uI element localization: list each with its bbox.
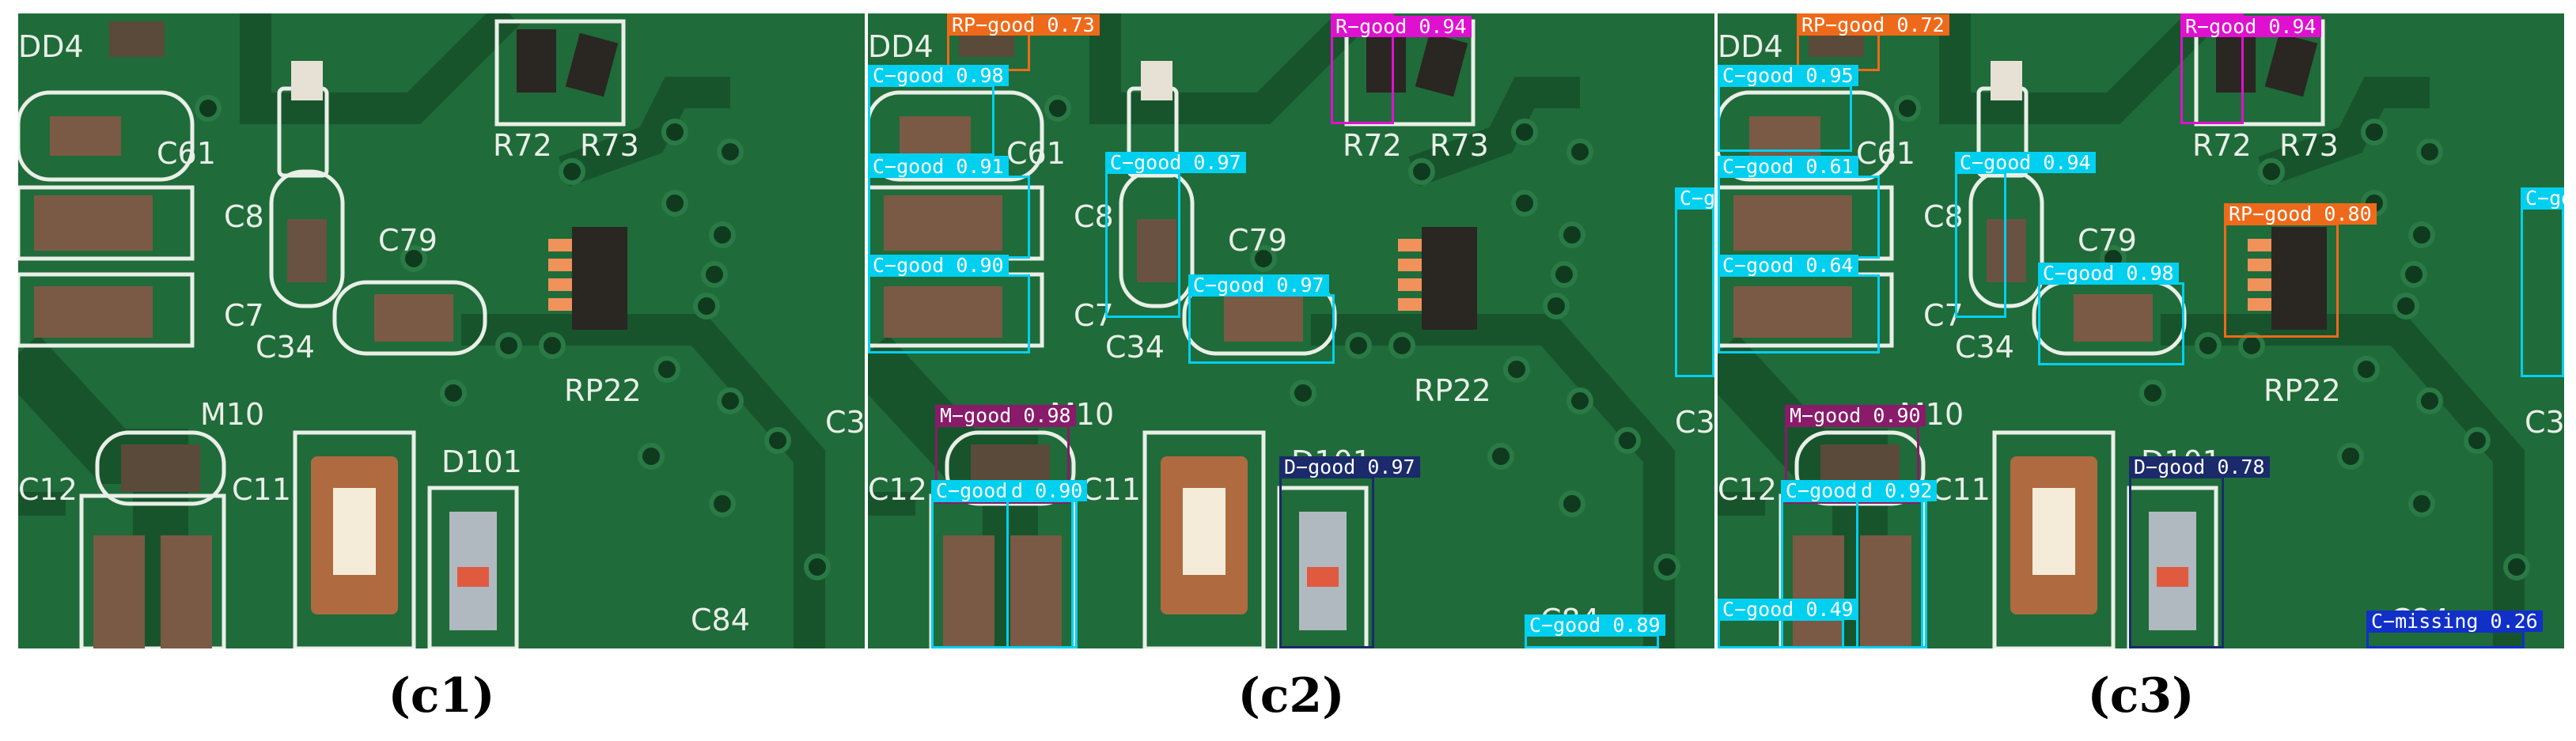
detection-label: C−good 0.90 (868, 255, 1009, 276)
detection-box-m-good: M−good 0.90 (1785, 405, 1926, 504)
detection-box-c-good: C−good 0.97 (1105, 152, 1246, 318)
svg-text:R73: R73 (580, 128, 639, 163)
pcb-board-image: DD4 R72 R73 C61 C8 C79 C7 C34 RP22 M10 C… (1718, 13, 2564, 648)
svg-text:C11: C11 (1082, 472, 1141, 507)
svg-text:RP22: RP22 (2263, 373, 2341, 408)
svg-text:C12: C12 (1718, 472, 1777, 507)
detection-label: C−good 0.91 (868, 156, 1009, 177)
detection-box-c-good: C−good 0.95 (1718, 65, 1858, 152)
detection-label: C−good 0.64 (1718, 255, 1858, 276)
detection-box-rp-good: RP−good 0.73 (947, 13, 1100, 71)
detection-label: M−good 0.90 (1785, 405, 1926, 426)
detection-box-c-good: C−good 0.61 (1718, 156, 1880, 259)
detection-box-c-good: C−good 0.90 (868, 255, 1030, 353)
svg-text:C11: C11 (1931, 472, 1991, 507)
detection-label: C−good 0.97 (1105, 152, 1246, 173)
silk-dd4: DD4 (1718, 29, 1783, 64)
detection-label: C−missing 0.26 (2366, 611, 2543, 632)
detection-box-d-good: D−good 0.78 (2129, 456, 2270, 648)
detection-box-c-good: C−good 0.49 (1718, 599, 1858, 648)
detection-label: D−good 0.78 (2129, 456, 2270, 478)
detection-box-c-missing: C−missing 0.26 (2366, 611, 2543, 648)
detection-box-c-good: C−good 0.97 (1188, 274, 1335, 364)
svg-text:R72: R72 (1343, 128, 1402, 163)
detection-label: R−good 0.94 (1331, 16, 1472, 37)
svg-text:C61: C61 (1856, 136, 1915, 171)
panel-c1: DD4 R72 R73 C61 C8 C79 C7 C34 RP22 M10 C… (18, 13, 865, 648)
svg-text:C11: C11 (232, 472, 291, 507)
svg-text:C32: C32 (1675, 405, 1714, 440)
svg-text:C7: C7 (224, 298, 264, 333)
silk-dd4: DD4 (18, 29, 84, 64)
svg-text:C79: C79 (2078, 223, 2137, 258)
panel-c2: DD4 R72 R73 C61 C8 C79 C7 C34 RP22 M10 C… (868, 13, 1714, 648)
detection-box-c-good: C−good 0.95 (2521, 187, 2564, 377)
detection-box-d-good: D−good 0.97 (1279, 456, 1420, 648)
svg-text:C32: C32 (2525, 405, 2564, 440)
caption-c3: (c3) (2087, 668, 2195, 724)
svg-text:C79: C79 (1228, 223, 1287, 258)
svg-text:C8: C8 (224, 199, 264, 234)
detection-box-c-good: C−good 0.94 (1955, 152, 2096, 318)
svg-text:R73: R73 (2279, 128, 2339, 163)
detection-label: C−good 0.94 (1955, 152, 2096, 173)
detection-label: C−good 0.94 (1675, 187, 1714, 209)
svg-text:C12: C12 (868, 472, 927, 507)
detection-box-r-good: R−good 0.94 (1331, 13, 1472, 124)
detection-label: C−good 0.49 (1718, 599, 1858, 620)
detection-box-c-good: C−good 0.64 (1718, 255, 1880, 353)
detection-box-c-good: d 0.90 (1006, 480, 1088, 648)
svg-text:C61: C61 (1006, 136, 1066, 171)
detection-label: C−good 0.98 (2038, 263, 2179, 284)
pcb-board-image: DD4 R72 R73 C61 C8 C79 C7 C34 RP22 M10 C… (18, 13, 865, 648)
detection-box-rp-good: RP−good 0.72 (1797, 13, 1949, 71)
detection-label: C−good 0.98 (868, 65, 1009, 86)
svg-text:C34: C34 (1105, 330, 1165, 365)
detection-label: C−good 0.61 (1718, 156, 1858, 177)
svg-text:RP22: RP22 (1414, 373, 1491, 408)
detection-label: RP−good 0.80 (2224, 203, 2377, 225)
svg-text:C34: C34 (256, 330, 315, 365)
svg-text:C61: C61 (157, 136, 216, 171)
caption-c2: (c2) (1237, 668, 1345, 724)
svg-text:C32: C32 (825, 405, 865, 440)
detection-box-c-good: C−good 0.98 (868, 65, 1009, 156)
detection-label: RP−good 0.73 (947, 14, 1100, 36)
pcb-board-image: DD4 R72 R73 C61 C8 C79 C7 C34 RP22 M10 C… (868, 13, 1714, 648)
svg-text:M10: M10 (200, 397, 264, 432)
detection-label: C−good 0.95 (1718, 65, 1858, 86)
detection-box-m-good: M−good 0.98 (935, 405, 1076, 504)
detection-label: RP−good 0.72 (1797, 14, 1949, 36)
detection-label: d 0.92 (1856, 480, 1938, 501)
detection-label: R−good 0.94 (2180, 16, 2321, 37)
detection-label: C−good 0.97 (1188, 274, 1329, 296)
svg-text:RP22: RP22 (564, 373, 642, 408)
detection-label: C−good 0.89 (1525, 614, 1665, 636)
silk-dd4: DD4 (868, 29, 934, 64)
detection-label: M−good 0.98 (935, 405, 1076, 426)
svg-text:R72: R72 (2192, 128, 2252, 163)
svg-text:D101: D101 (441, 444, 522, 479)
detection-label: C−good 0.95 (2521, 187, 2564, 209)
detection-box-c-good: C−good 0.94 (1675, 187, 1714, 377)
panel-c3: DD4 R72 R73 C61 C8 C79 C7 C34 RP22 M10 C… (1718, 13, 2564, 648)
detection-label: d 0.90 (1006, 480, 1088, 501)
svg-text:C34: C34 (1955, 330, 2014, 365)
detection-box-c-good: C−good 0.98 (2038, 263, 2184, 365)
detection-box-c-good: C−good 0.91 (868, 156, 1030, 259)
svg-text:C84: C84 (691, 603, 750, 637)
svg-text:R73: R73 (1430, 128, 1489, 163)
detection-box-rp-good: RP−good 0.80 (2224, 203, 2377, 338)
svg-text:R72: R72 (493, 128, 552, 163)
detection-box-r-good: R−good 0.94 (2180, 13, 2321, 124)
detection-label: D−good 0.97 (1279, 456, 1420, 478)
detection-box-c-good: C−good 0.89 (1525, 614, 1665, 648)
caption-c1: (c1) (388, 668, 495, 724)
detection-box-c-good: d 0.92 (1856, 480, 1938, 648)
svg-text:C12: C12 (18, 472, 78, 507)
svg-text:C79: C79 (378, 223, 438, 258)
